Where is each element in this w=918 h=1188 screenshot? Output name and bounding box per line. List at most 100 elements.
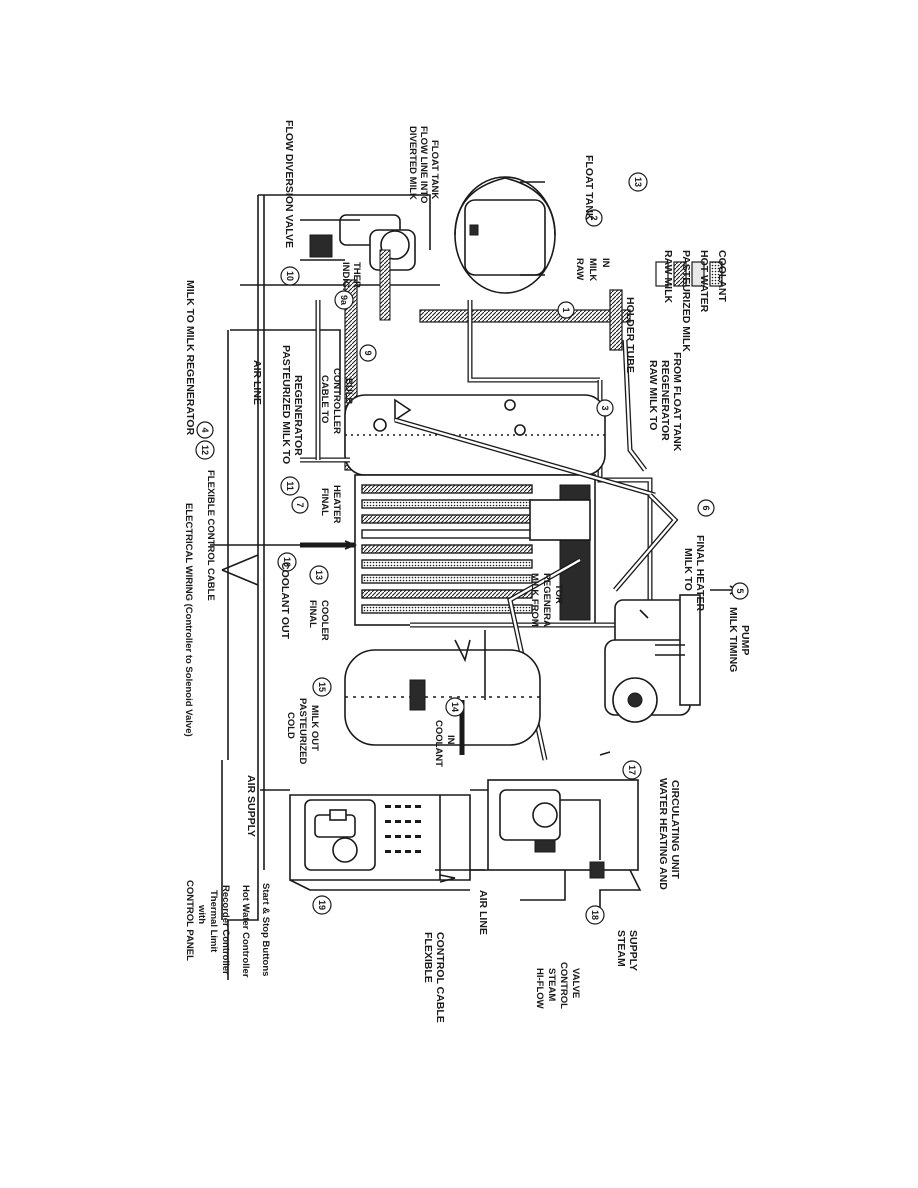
labels: MILK TO MILK REGENERATOR FLOW DIVERSION … — [183, 120, 751, 1023]
callout-3: 3 — [596, 399, 614, 417]
svg-text:3: 3 — [600, 405, 610, 410]
svg-text:11: 11 — [285, 481, 295, 491]
svg-text:14: 14 — [450, 702, 460, 712]
diag-pipe-2 — [613, 493, 679, 592]
label-control-panel-4: Recorder Controller — [220, 885, 231, 975]
cold-milk-tank — [344, 630, 541, 746]
label-cold-pasteurized-2: PASTEURIZED — [297, 698, 308, 764]
svg-text:2: 2 — [589, 215, 599, 220]
callout-18: 18 — [585, 905, 605, 925]
label-raw-milk-in-1: RAW — [574, 258, 585, 280]
svg-text:4: 4 — [200, 427, 210, 432]
legend-pasteurized-milk: PASTEURIZED MILK — [680, 250, 692, 352]
label-diverted-milk-3: FLOAT TANK — [429, 140, 440, 199]
label-raw-milk-to-regen-2: REGENERATOR — [659, 360, 671, 441]
label-diverted-milk-2: FLOW LINE INTO — [418, 126, 429, 203]
callout-16: 16 — [277, 552, 297, 572]
svg-text:1: 1 — [561, 307, 571, 312]
label-control-panel-2: with — [196, 904, 207, 924]
label-steam-supply-1: STEAM — [615, 930, 627, 967]
label-raw-milk-to-regen-1: RAW MILK TO — [647, 360, 659, 430]
svg-text:19: 19 — [317, 900, 327, 910]
label-air-line-top: AIR LINE — [251, 360, 263, 405]
callout-17: 17 — [622, 760, 642, 780]
svg-text:9: 9 — [363, 350, 373, 355]
label-water-heating-1: WATER HEATING AND — [657, 778, 669, 890]
callout-15: 15 — [312, 677, 332, 697]
svg-text:16: 16 — [282, 557, 292, 567]
label-hi-flow-1: HI-FLOW — [534, 968, 545, 1009]
svg-text:7: 7 — [295, 502, 305, 507]
callout-4: 4 — [196, 421, 214, 439]
legend-swatch-coolant — [709, 261, 723, 287]
svg-text:5: 5 — [735, 588, 745, 593]
callout-2: 2 — [585, 209, 603, 227]
label-final-heater-1: FINAL — [319, 488, 330, 516]
svg-text:10: 10 — [285, 271, 295, 281]
steam-valve-pipe — [520, 870, 566, 901]
label-coolant-out: COOLANT OUT — [279, 562, 291, 640]
svg-text:18: 18 — [590, 910, 600, 920]
label-steam-supply-2: SUPPLY — [627, 930, 639, 971]
callout-12: 12 — [195, 440, 215, 460]
label-raw-milk-in-3: IN — [600, 258, 611, 268]
equipment-drawing — [210, 176, 739, 980]
label-cable-to-controller-2: CONTROLLER — [331, 368, 342, 434]
legend-number: 13 — [633, 177, 643, 187]
label-final-cooler-1: FINAL — [307, 600, 318, 628]
svg-text:12: 12 — [200, 445, 210, 455]
label-coolant-in-1: COOLANT — [433, 720, 444, 767]
label-hi-flow-3: CONTROL — [558, 962, 569, 1009]
hi-flow-valve-body — [589, 861, 605, 879]
label-control-panel-3: Thermal Limit — [208, 890, 219, 953]
callout-6: 6 — [697, 499, 715, 517]
label-electrical-wiring: ELECTRICAL WIRING (Controller to Solenoi… — [183, 503, 194, 737]
cable-arrows — [221, 554, 259, 586]
label-cold-pasteurized-1: COLD — [285, 712, 296, 739]
label-coolant-in-2: IN — [445, 735, 456, 745]
callout-14: 14 — [445, 697, 465, 717]
label-air-line-bottom: AIR LINE — [477, 890, 489, 935]
legend-hot-water: HOT WATER — [698, 250, 710, 313]
label-raw-milk-to-regen-3: FROM FLOAT TANK — [671, 352, 683, 452]
label-milk-timing-pump-2: PUMP — [739, 625, 751, 655]
legend-swatch-pasteurized-milk — [673, 261, 687, 287]
label-milk-to-final-heater-2: FINAL HEATER — [694, 535, 706, 611]
label-flexible-cable-bottom-2: CONTROL CABLE — [434, 932, 446, 1023]
label-hi-flow-4: VALVE — [570, 968, 581, 998]
label-air-supply: AIR SUPPLY — [245, 775, 257, 837]
callouts: 1 2 3 4 5 6 7 9 9a 10 11 12 13 14 15 16 … — [195, 209, 749, 925]
label-milk-to-final-heater-1: MILK TO — [682, 548, 694, 591]
label-final-heater-2: HEATER — [331, 485, 342, 523]
label-control-panel-1: CONTROL PANEL — [184, 880, 195, 961]
legend-raw-milk: RAW MILK — [662, 250, 674, 303]
label-pasteurized-milk-to-regenerator-2: REGENERATOR — [292, 375, 304, 456]
svg-text:17: 17 — [627, 765, 637, 775]
legend-coolant: COOLANT — [716, 250, 728, 302]
legend-swatch-hot-water — [691, 261, 705, 287]
label-cable-to-controller-3: BULB — [343, 378, 354, 405]
regenerator-tank — [344, 394, 606, 476]
label-control-panel-6: Start & Stop Buttons — [260, 883, 271, 976]
label-milk-from-regen-2: REGENERA — [541, 573, 552, 627]
air-line-top — [258, 194, 431, 250]
air-line-branch — [230, 329, 341, 395]
air-line-left — [227, 195, 259, 980]
float-tank — [454, 176, 556, 294]
water-heating-unit — [487, 779, 639, 871]
label-indic-ther-1: INDIC. — [340, 262, 351, 291]
label-holder-tube: HOLDER TUBE — [624, 297, 636, 373]
steam-supply-pipe — [599, 869, 642, 920]
callout-10: 10 — [280, 266, 300, 286]
label-hi-flow-2: STEAM — [546, 968, 557, 1001]
air-line-arrow — [439, 874, 456, 883]
control-panel — [289, 794, 471, 891]
svg-text:6: 6 — [701, 505, 711, 510]
callout-5: 5 — [731, 582, 749, 600]
svg-text:15: 15 — [317, 682, 327, 692]
label-float-tank: FLOAT TANK — [583, 155, 595, 221]
label-pasteurized-milk-to-regenerator-1: PASTEURIZED MILK TO — [280, 345, 292, 464]
label-water-heating-2: CIRCULATING UNIT — [669, 780, 681, 880]
